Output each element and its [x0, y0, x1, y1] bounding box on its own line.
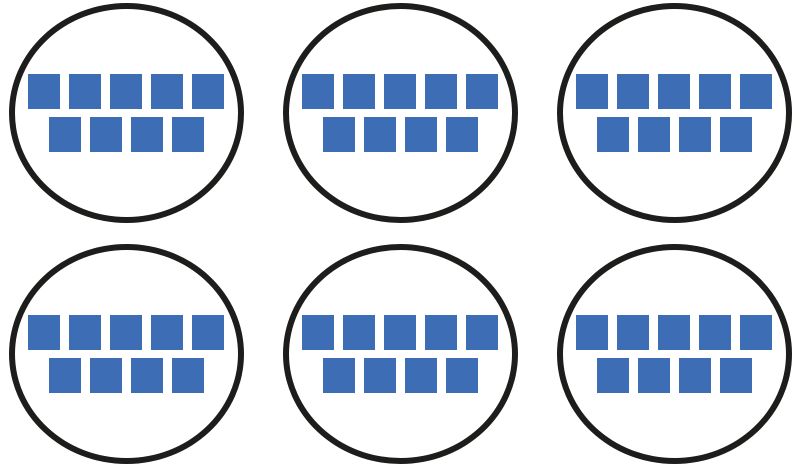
counter-square	[425, 74, 457, 109]
counter-square	[89, 117, 122, 152]
counter-square	[384, 315, 416, 350]
counter-square	[384, 74, 416, 109]
group-circle	[282, 244, 518, 464]
counter-square	[576, 74, 608, 109]
group-circle	[282, 3, 518, 223]
counter-square	[28, 315, 60, 350]
counter-square	[466, 74, 498, 109]
counter-square	[171, 358, 204, 393]
counter-square	[404, 117, 437, 152]
counter-square	[322, 358, 355, 393]
square-row	[302, 315, 498, 350]
counter-square	[343, 74, 375, 109]
group-circle	[8, 3, 244, 223]
group-circle	[556, 3, 792, 223]
counter-square	[343, 315, 375, 350]
counter-square	[637, 117, 670, 152]
square-row	[576, 315, 772, 350]
counter-square	[596, 117, 629, 152]
square-row	[576, 74, 772, 109]
counter-square	[110, 315, 142, 350]
counter-square	[192, 74, 224, 109]
square-row	[596, 117, 752, 152]
counter-square	[658, 74, 690, 109]
counter-square	[719, 117, 752, 152]
counter-square	[658, 315, 690, 350]
counter-square	[302, 315, 334, 350]
counter-square	[48, 117, 81, 152]
counter-square	[151, 74, 183, 109]
counter-square	[740, 315, 772, 350]
counter-square	[89, 358, 122, 393]
counter-square	[445, 117, 478, 152]
counter-square	[719, 358, 752, 393]
square-row	[48, 358, 204, 393]
counter-square	[617, 315, 649, 350]
counter-square	[596, 358, 629, 393]
counter-square	[678, 358, 711, 393]
square-row	[28, 315, 224, 350]
counter-square	[445, 358, 478, 393]
counter-square	[740, 74, 772, 109]
counter-square	[404, 358, 437, 393]
square-row	[322, 358, 478, 393]
square-row	[596, 358, 752, 393]
square-row	[302, 74, 498, 109]
square-row	[48, 117, 204, 152]
counter-square	[192, 315, 224, 350]
counter-square	[576, 315, 608, 350]
counter-square	[363, 358, 396, 393]
counter-square	[322, 117, 355, 152]
counter-square	[425, 315, 457, 350]
counter-square	[363, 117, 396, 152]
counter-square	[110, 74, 142, 109]
counter-square	[699, 74, 731, 109]
counter-square	[466, 315, 498, 350]
counter-square	[302, 74, 334, 109]
counter-square	[130, 358, 163, 393]
counter-square	[617, 74, 649, 109]
group-circle	[8, 244, 244, 464]
counter-square	[69, 315, 101, 350]
counter-square	[678, 117, 711, 152]
counter-square	[48, 358, 81, 393]
square-row	[322, 117, 478, 152]
square-row	[28, 74, 224, 109]
counter-square	[69, 74, 101, 109]
counter-square	[151, 315, 183, 350]
counter-square	[130, 117, 163, 152]
group-circle	[556, 244, 792, 464]
counter-square	[637, 358, 670, 393]
counter-square	[699, 315, 731, 350]
counter-square	[28, 74, 60, 109]
counter-square	[171, 117, 204, 152]
